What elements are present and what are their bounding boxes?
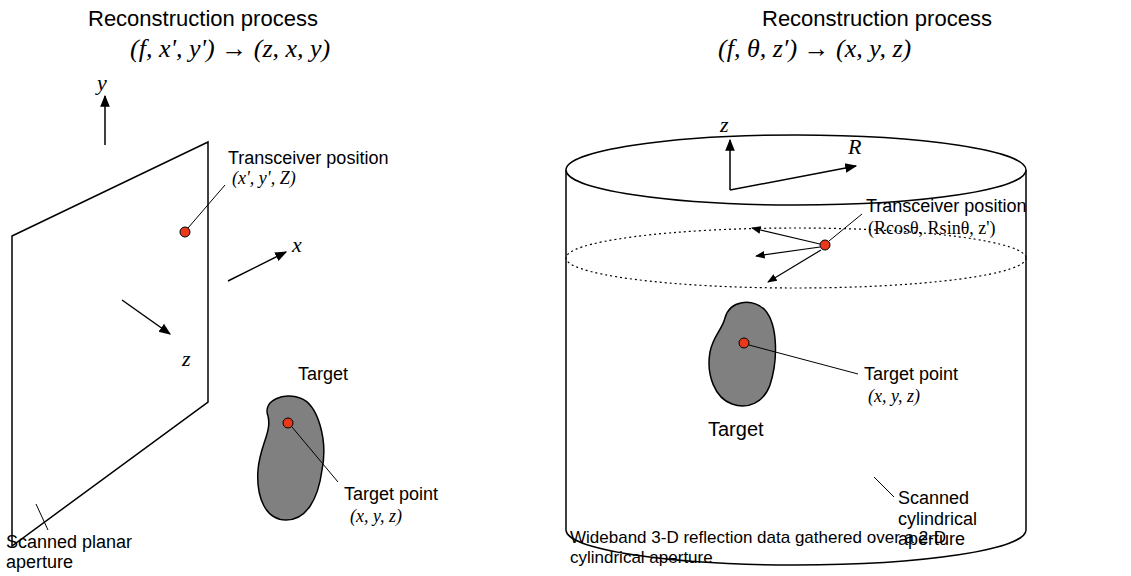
z-axis bbox=[122, 300, 170, 334]
leader-line bbox=[829, 214, 862, 241]
callout-label: Target point bbox=[344, 484, 438, 505]
coordinate-label: (x, y, z) bbox=[868, 386, 920, 407]
x-axis bbox=[228, 252, 286, 281]
coordinate-label: (x, y, z) bbox=[350, 506, 402, 527]
target-shape bbox=[258, 396, 324, 520]
transceiver-dot bbox=[180, 227, 190, 237]
leader-line bbox=[188, 185, 225, 228]
axis-label: x bbox=[292, 232, 302, 257]
target-dot bbox=[283, 418, 293, 428]
target-shape bbox=[709, 302, 775, 406]
coordinate-label: (Rcosθ, Rsinθ, z') bbox=[868, 218, 995, 239]
axis-label: R bbox=[848, 134, 861, 159]
beam-arrow bbox=[752, 228, 820, 244]
callout-label: Scanned planar aperture bbox=[6, 532, 156, 573]
callout-label: Transceiver position bbox=[866, 196, 1026, 217]
planar-aperture bbox=[12, 142, 208, 546]
mapping-equation: (f, θ, z′) → (x, y, z) bbox=[718, 34, 911, 64]
leader-line bbox=[36, 504, 48, 530]
caption-text: Wideband 3-D reflection data gathered ov… bbox=[570, 528, 990, 567]
beam-arrow bbox=[756, 247, 820, 256]
transceiver-dot bbox=[820, 240, 830, 250]
callout-label: Target bbox=[298, 364, 348, 385]
callout-label: Transceiver position bbox=[228, 148, 388, 169]
callout-label: Target point bbox=[864, 364, 958, 385]
cylinder-top bbox=[566, 135, 1026, 205]
panel-title: Reconstruction process bbox=[88, 6, 318, 31]
radius-arrow bbox=[730, 166, 856, 190]
leader-line bbox=[874, 477, 894, 497]
axis-label: y bbox=[97, 70, 107, 95]
coordinate-label: (x', y', Z) bbox=[232, 168, 296, 189]
axis-label: z bbox=[720, 112, 729, 137]
mapping-equation: (f, x', y') → (z, x, y) bbox=[130, 34, 330, 64]
panel-title: Reconstruction process bbox=[762, 6, 992, 31]
callout-label: Target bbox=[708, 418, 764, 441]
axis-label: z bbox=[182, 346, 191, 371]
y-axis bbox=[104, 96, 106, 145]
leader-line bbox=[749, 345, 858, 374]
z-axis bbox=[729, 140, 731, 190]
beam-arrow bbox=[768, 250, 821, 282]
leader-line bbox=[292, 427, 338, 482]
target-dot bbox=[739, 338, 749, 348]
